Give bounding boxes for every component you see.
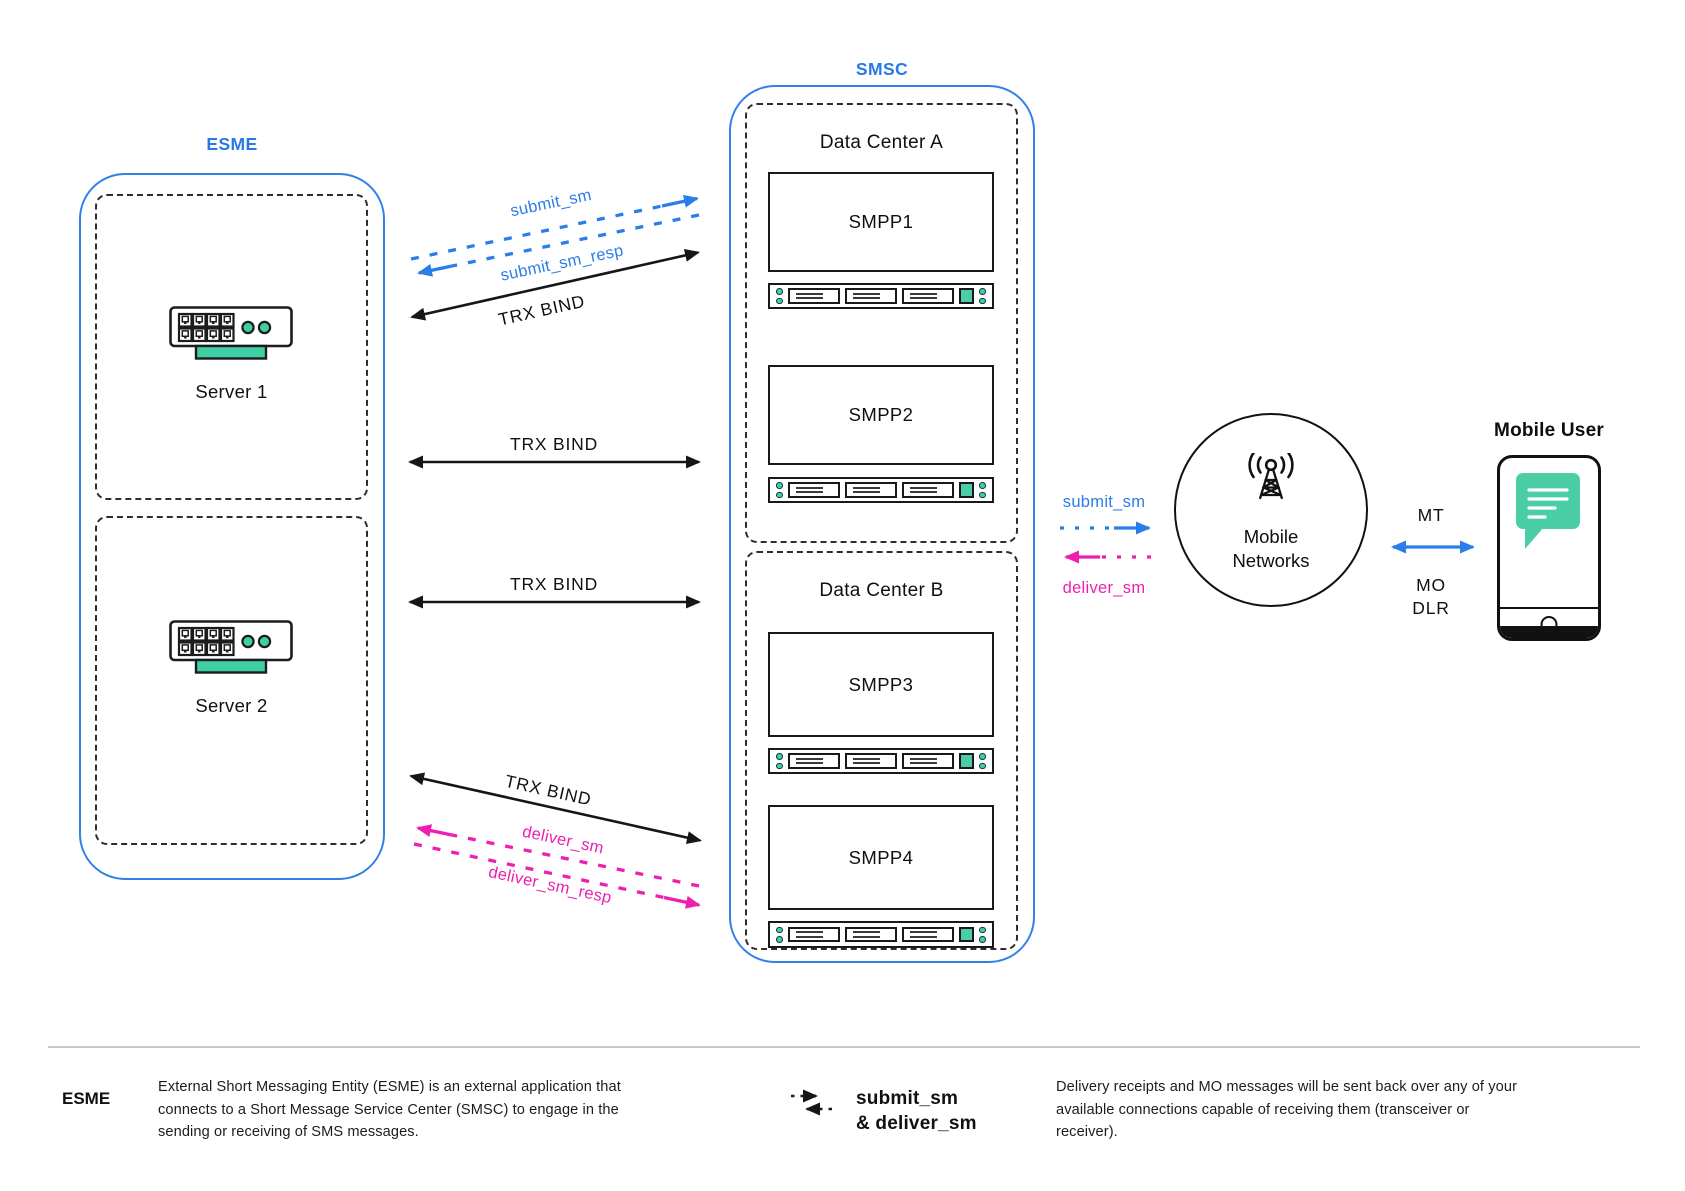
dashed-arrows-legend-icon bbox=[791, 1089, 832, 1116]
dlr-label: DLR bbox=[1412, 598, 1449, 618]
server1-label: Server 1 bbox=[195, 381, 268, 402]
submit-sm-resp-arrow bbox=[451, 213, 700, 268]
deliver-sm-label: deliver_sm bbox=[521, 823, 606, 858]
rack-server-icon bbox=[768, 283, 994, 309]
rack-power-square bbox=[958, 288, 975, 304]
smpp2-label: SMPP2 bbox=[848, 404, 914, 425]
phone-screen-divider bbox=[1500, 607, 1598, 609]
footer-esme-term: ESME bbox=[62, 1089, 111, 1108]
smpp3-label: SMPP3 bbox=[848, 673, 914, 695]
data-center-b-title: Data Center B bbox=[819, 580, 944, 601]
mt-label: MT bbox=[1418, 505, 1445, 525]
footer-delivery-note: Delivery receipts and MO messages will b… bbox=[1056, 1079, 1518, 1140]
rack-leds bbox=[776, 288, 783, 304]
trx-bind-label-4: TRX BIND bbox=[503, 771, 593, 810]
smpp1-node: SMPP1 bbox=[768, 172, 994, 272]
mobile-networks-label-line1: Mobile bbox=[1243, 526, 1299, 548]
data-center-a-title: Data Center A bbox=[819, 132, 944, 153]
rack-server-icon bbox=[768, 921, 994, 948]
footer-divider bbox=[48, 1046, 1640, 1048]
trx-bind-label-2: TRX BIND bbox=[510, 434, 598, 454]
server2-label: Server 2 bbox=[195, 695, 268, 716]
submit-sm-mid-label: submit_sm bbox=[1063, 493, 1145, 511]
deliver-sm-mid-label: deliver_sm bbox=[1063, 579, 1146, 597]
smpp1-label: SMPP1 bbox=[848, 211, 914, 232]
rack-drive bbox=[901, 288, 954, 304]
mobile-networks-circle: Mobile Networks bbox=[1174, 413, 1368, 607]
smpp4-node: SMPP4 bbox=[768, 805, 994, 910]
server2-box bbox=[95, 516, 368, 845]
legend-arrow-label: submit_sm & deliver_sm bbox=[856, 1087, 977, 1136]
footer-esme-definition: External Short Messaging Entity (ESME) i… bbox=[158, 1079, 621, 1140]
smpp4-label: SMPP4 bbox=[848, 846, 914, 868]
chat-bubble-icon bbox=[1516, 473, 1580, 549]
submit-sm-label: submit_sm bbox=[509, 186, 593, 220]
submit-sm-arrow bbox=[410, 204, 663, 261]
cell-tower-icon bbox=[1248, 453, 1294, 500]
submit-sm-resp-arrowhead bbox=[417, 263, 453, 277]
mobile-phone-icon bbox=[1497, 455, 1601, 641]
trx-bind-label-3: TRX BIND bbox=[510, 574, 598, 594]
deliver-sm-arrowhead bbox=[416, 824, 453, 837]
trx-bind-arrow-1 bbox=[410, 249, 700, 321]
deliver-sm-resp-label: deliver_sm_resp bbox=[487, 863, 614, 907]
deliver-sm-arrow bbox=[451, 833, 700, 888]
submit-sm-resp-label: submit_sm_resp bbox=[499, 241, 625, 284]
legend-arrow-label-line1: submit_sm bbox=[856, 1088, 959, 1109]
rack-drive bbox=[787, 288, 840, 304]
rack-leds bbox=[979, 288, 986, 304]
esme-title: ESME bbox=[206, 134, 258, 154]
rack-server-icon bbox=[768, 748, 994, 774]
deliver-sm-resp-arrowhead bbox=[663, 895, 701, 909]
mobile-user-title: Mobile User bbox=[1494, 420, 1604, 441]
trx-bind-label-1: TRX BIND bbox=[497, 291, 587, 330]
rack-drive bbox=[844, 288, 897, 304]
deliver-sm-resp-arrow bbox=[413, 842, 665, 900]
server-switch-icon bbox=[169, 620, 293, 674]
submit-sm-arrowhead bbox=[661, 194, 699, 208]
rack-server-icon bbox=[768, 477, 994, 503]
server-switch-icon bbox=[169, 306, 293, 360]
mo-label: MO bbox=[1416, 575, 1446, 595]
phone-bottom-bezel bbox=[1500, 626, 1598, 638]
smpp3-node: SMPP3 bbox=[768, 632, 994, 737]
trx-bind-arrow-4 bbox=[409, 772, 702, 845]
smsc-title: SMSC bbox=[855, 59, 909, 79]
smpp2-node: SMPP2 bbox=[768, 365, 994, 465]
mobile-networks-label-line2: Networks bbox=[1232, 550, 1310, 571]
legend-arrow-label-line2: & deliver_sm bbox=[856, 1112, 977, 1134]
